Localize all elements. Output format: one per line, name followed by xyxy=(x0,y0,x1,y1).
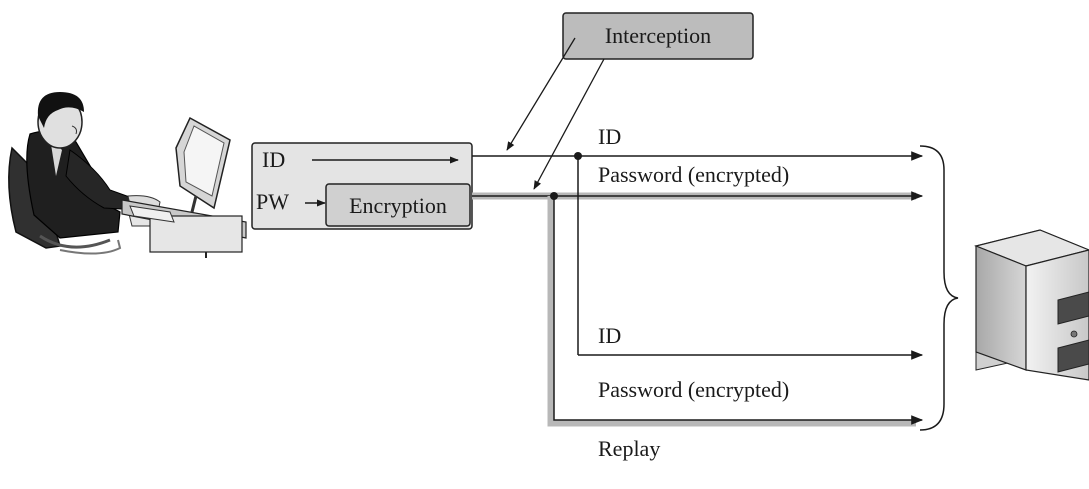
interception-callout-box xyxy=(562,12,754,60)
replay-label: Replay xyxy=(598,436,660,461)
password-line-label: Password (encrypted) xyxy=(598,162,789,187)
interception-arrow-to-password-line xyxy=(533,58,605,190)
client-id-label: ID xyxy=(262,147,285,172)
grouping-brace xyxy=(919,145,959,431)
replay-id-label: ID xyxy=(598,323,621,348)
interception-label: Interception xyxy=(605,23,711,48)
replay-password-junction-dot xyxy=(550,192,558,200)
server-icon xyxy=(974,229,1089,381)
user-at-computer-icon xyxy=(8,92,247,258)
client-pw-label: PW xyxy=(256,189,289,214)
interception-arrow-to-id-line xyxy=(506,37,576,151)
replay-password-branch-highlight xyxy=(547,196,916,427)
encryption-label: Encryption xyxy=(349,193,447,218)
encryption-box xyxy=(325,183,471,227)
id-line-label: ID xyxy=(598,124,621,149)
replay-password-branch xyxy=(553,196,924,425)
replay-id-junction-dot xyxy=(574,152,582,160)
replay-password-label: Password (encrypted) xyxy=(598,377,789,402)
